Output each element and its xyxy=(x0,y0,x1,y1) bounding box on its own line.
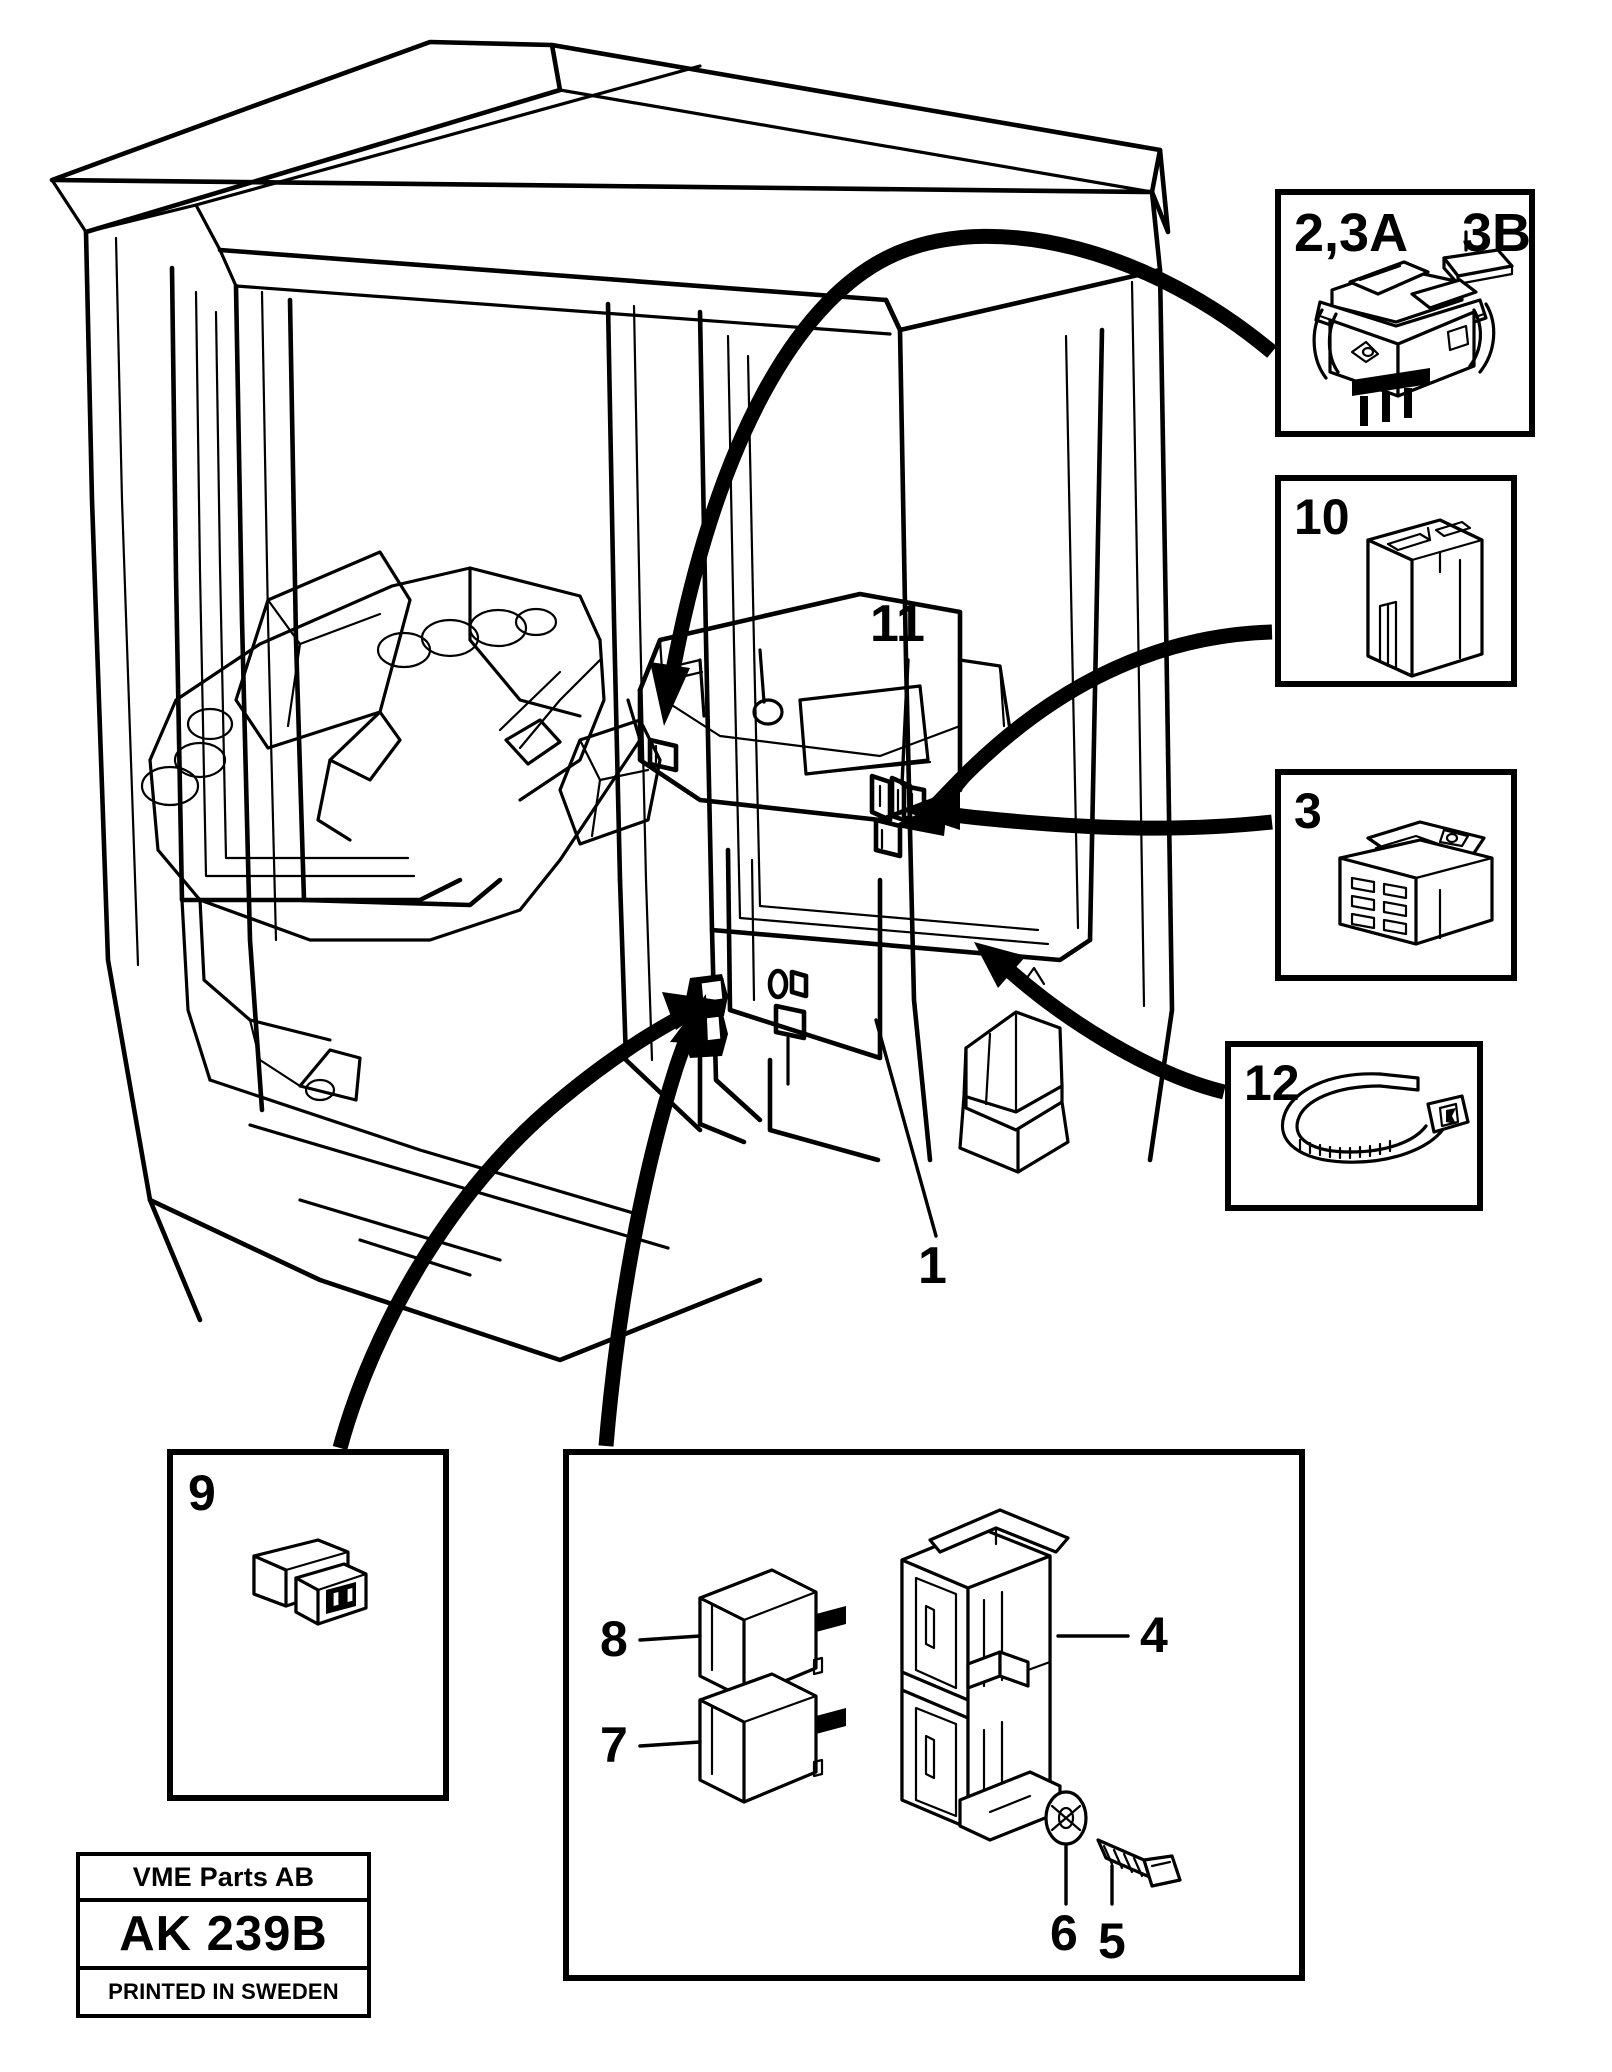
leader-lines xyxy=(332,228,1277,1450)
inset-label-12: 12 xyxy=(1244,1055,1300,1111)
leader-to-switch-box xyxy=(660,228,1277,700)
connector-housing-drawing xyxy=(1338,820,1494,946)
dashboard-panel xyxy=(558,591,1012,859)
inset-switch-box xyxy=(1275,189,1535,437)
arrowhead-dash-conn-3 xyxy=(906,790,960,830)
arrowhead-to-panel-relay xyxy=(670,994,708,1044)
washer-drawing xyxy=(1044,1790,1088,1846)
inset-label-4: 4 xyxy=(1140,1607,1168,1663)
cable-tie-drawing xyxy=(1281,1072,1470,1164)
relay-holder-drawing xyxy=(900,1508,1070,1842)
leader-from-connector9-box xyxy=(332,1005,694,1450)
operator-console xyxy=(140,550,642,1102)
leader-item-7 xyxy=(638,1740,702,1748)
screw-drawing xyxy=(1096,1838,1182,1888)
operator-cab-drawing xyxy=(49,39,1175,1363)
arrowhead-dash-clip xyxy=(650,662,690,726)
inset-label-6: 6 xyxy=(1050,1905,1078,1961)
title-block: VME Parts AB AK 239B PRINTED IN SWEDEN xyxy=(76,1852,371,2018)
inset-connector9-box xyxy=(167,1449,449,1801)
inset-label-3: 3 xyxy=(1294,783,1322,839)
callout-1: 1 xyxy=(918,1237,947,1295)
leader-callout-1 xyxy=(874,1018,938,1238)
leader-to-cabletie-box xyxy=(994,956,1226,1100)
inset-connector3-box xyxy=(1275,769,1517,981)
inset-label-8: 8 xyxy=(600,1611,628,1667)
title-block-company: VME Parts AB xyxy=(80,1856,367,1902)
inset-label-3b: 3B xyxy=(1462,203,1532,263)
inset-relay10-box xyxy=(1275,475,1517,687)
title-block-printed: PRINTED IN SWEDEN xyxy=(108,1979,339,2004)
relay-lower-drawing xyxy=(698,1672,846,1804)
leader-callout-11 xyxy=(900,658,910,786)
inset-label-2-3a: 2,3A xyxy=(1294,203,1409,263)
inset-label-9: 9 xyxy=(188,1465,216,1521)
inset-label-5: 5 xyxy=(1098,1913,1126,1969)
inset-label-7: 7 xyxy=(600,1717,628,1773)
inset-relay-assembly-box xyxy=(563,1449,1305,1981)
relay-module-drawing xyxy=(1366,518,1484,678)
rocker-switch-drawing xyxy=(1312,230,1514,426)
arrowhead-harness-12 xyxy=(974,942,1026,988)
connector-plug-drawing xyxy=(252,1538,368,1626)
leader-to-connector3-box xyxy=(934,804,1273,836)
leader-item-8 xyxy=(638,1634,702,1642)
title-block-code: AK 239B xyxy=(80,1902,367,1970)
inset-label-10: 10 xyxy=(1294,489,1350,545)
inset-cabletie-box xyxy=(1225,1041,1483,1211)
callout-11: 11 xyxy=(870,595,925,653)
cab-step-bracket xyxy=(958,966,1070,1174)
